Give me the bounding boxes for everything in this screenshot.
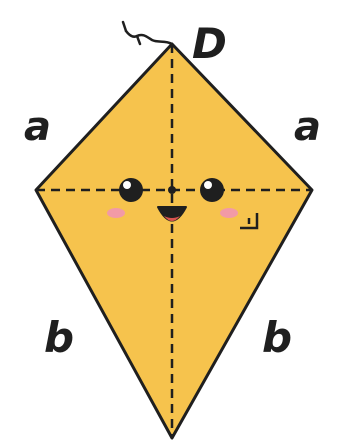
lower-right-side-label: b [262,313,292,362]
lower-left-side-label: b [44,313,74,362]
top-vertex-label: D [192,19,227,68]
upper-left-side-label: a [24,104,51,150]
string-tail-icon [123,22,172,44]
right-eye [200,178,224,202]
kite-shape [36,44,312,438]
intersection-point [168,186,176,194]
upper-right-side-label: a [294,104,321,150]
left-cheek [107,208,125,218]
left-eye [119,178,143,202]
right-cheek [220,208,238,218]
